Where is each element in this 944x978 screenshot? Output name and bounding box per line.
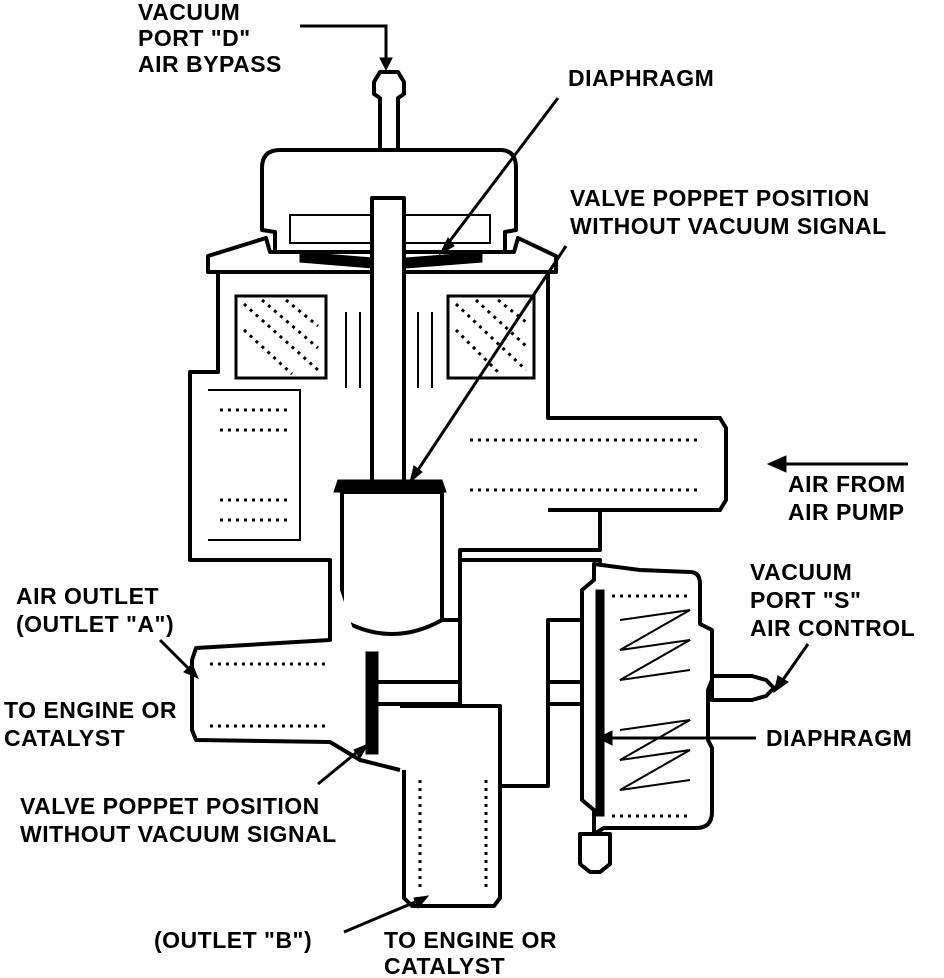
arrowhead-outlet-b <box>413 895 430 909</box>
leader-valve-poppet-top <box>412 245 568 477</box>
bypass-ribs <box>220 408 290 522</box>
arrowhead-air-from-pump <box>766 455 787 473</box>
leader-vacuum-port-d <box>300 24 388 62</box>
label-air-outlet-a-1: AIR OUTLET <box>16 583 159 609</box>
inlet-inner <box>470 438 700 492</box>
label-air-from-pump-2: AIR PUMP <box>788 499 904 525</box>
label-valve-poppet-bottom-1: VALVE POPPET POSITION <box>20 793 320 819</box>
label-to-engine-bottom-1: TO ENGINE OR <box>384 927 557 953</box>
leader-vacuum-port-s <box>778 643 810 685</box>
label-outlet-b: (OUTLET "B") <box>154 927 312 953</box>
arrowhead-diaphragm-top <box>438 237 455 256</box>
leader-diaphragm-top <box>444 97 560 247</box>
label-vacuum-port-s-1: VACUUM <box>750 559 852 585</box>
right-spring-hatch <box>454 298 528 376</box>
label-vacuum-port-s-3: AIR CONTROL <box>750 615 915 641</box>
label-air-outlet-a-2: (OUTLET "A") <box>16 611 174 637</box>
label-vacuum-port-d-3: AIR BYPASS <box>138 51 282 77</box>
arrowhead-vacuum-port-d <box>379 57 393 72</box>
lower-housing-inner <box>612 594 690 818</box>
leader-valve-poppet-bottom <box>317 746 363 786</box>
vacuum-port-s-nipple <box>710 674 776 702</box>
upper-valve-poppet <box>333 479 447 493</box>
arrowhead-diaphragm-bottom <box>596 730 613 746</box>
outlet-b-inner <box>418 780 488 890</box>
stem-guides <box>345 312 433 388</box>
label-diaphragm-top: DIAPHRAGM <box>568 65 714 91</box>
vacuum-port-d-nipple <box>372 70 406 152</box>
lower-spring <box>619 609 691 791</box>
arrowhead-valve-poppet-bottom <box>353 742 370 759</box>
label-valve-poppet-top-2: WITHOUT VACUUM SIGNAL <box>570 213 887 239</box>
lower-diaphragm <box>595 589 605 817</box>
lower-chamber <box>458 558 602 788</box>
lower-valve-cylinder <box>340 490 444 636</box>
labels: VACUUM PORT "D" AIR BYPASS DIAPHRAGM VAL… <box>4 0 915 978</box>
label-to-engine-bottom-2: CATALYST <box>384 953 505 978</box>
leader-air-outlet-a <box>158 638 194 674</box>
label-vacuum-port-d-2: PORT "D" <box>138 25 251 51</box>
air-inlet-pipe <box>548 416 728 512</box>
upper-valve-stem <box>370 196 406 488</box>
label-to-engine-left-2: CATALYST <box>4 725 125 751</box>
valve-body <box>188 70 776 908</box>
left-spring-hatch <box>242 298 319 376</box>
arrowhead-valve-poppet-top <box>409 465 423 484</box>
bottom-drain-nipple <box>578 832 612 874</box>
leader-outlet-b <box>343 898 421 934</box>
label-vacuum-port-s-2: PORT "S" <box>750 587 861 613</box>
outlet-a-pipe <box>190 560 401 772</box>
bypass-pocket <box>208 389 301 541</box>
label-air-from-pump-1: AIR FROM <box>788 471 906 497</box>
lower-valve-poppet <box>365 651 379 755</box>
leader-lines <box>158 24 908 934</box>
label-valve-poppet-top-1: VALVE POPPET POSITION <box>570 185 870 211</box>
label-vacuum-port-d-1: VACUUM <box>138 0 240 25</box>
lower-diaphragm-housing <box>580 562 714 836</box>
label-valve-poppet-bottom-2: WITHOUT VACUUM SIGNAL <box>20 821 337 847</box>
arrowhead-air-outlet-a <box>183 663 199 679</box>
arrowhead-vacuum-port-s <box>773 675 789 694</box>
label-diaphragm-bottom: DIAPHRAGM <box>766 725 912 751</box>
label-to-engine-left-1: TO ENGINE OR <box>4 697 177 723</box>
